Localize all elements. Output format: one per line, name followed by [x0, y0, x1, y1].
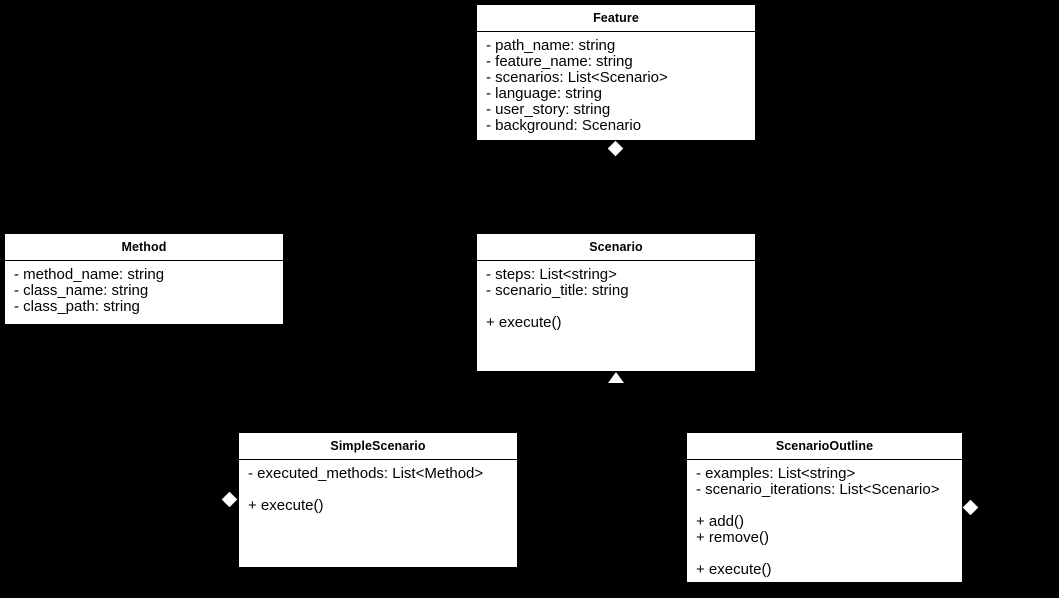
- attribute-row: - examples: List<string>: [696, 464, 856, 482]
- attribute-row: - method_name: string: [14, 265, 165, 283]
- attributes-section-scenario: - steps: List<string> - scenario_title: …: [486, 265, 747, 299]
- class-title-scenariooutline: ScenarioOutline: [687, 433, 962, 460]
- attribute-row: - scenario_title: string: [486, 281, 629, 299]
- uml-class-feature[interactable]: Feature - path_name: string - feature_na…: [476, 4, 756, 141]
- attribute-row: - background: Scenario: [486, 116, 642, 134]
- class-body-method: - method_name: string - class_name: stri…: [5, 261, 283, 321]
- uml-class-scenariooutline[interactable]: ScenarioOutline - examples: List<string>…: [686, 432, 963, 583]
- uml-class-scenario[interactable]: Scenario - steps: List<string> - scenari…: [476, 233, 756, 372]
- attribute-row: - feature_name: string: [486, 52, 633, 70]
- method-row: + execute(): [248, 496, 324, 514]
- attribute-row: - class_name: string: [14, 281, 149, 299]
- attribute-row: - language: string: [486, 84, 602, 102]
- attributes-section-simplescenario: - executed_methods: List<Method>: [248, 464, 509, 482]
- composition-diamond-icon: [221, 491, 238, 508]
- composition-diamond-icon: [607, 140, 624, 157]
- class-body-scenariooutline: - examples: List<string> - scenario_iter…: [687, 460, 962, 584]
- attribute-row: - class_path: string: [14, 297, 140, 315]
- attribute-row: - scenarios: List<Scenario>: [486, 68, 668, 86]
- attribute-row: - executed_methods: List<Method>: [248, 464, 484, 482]
- generalization-triangle-icon: [608, 372, 624, 383]
- class-title-simplescenario: SimpleScenario: [239, 433, 517, 460]
- attributes-section-scenariooutline: - examples: List<string> - scenario_iter…: [696, 464, 954, 498]
- methods-section-scenariooutline: + add() + remove(): [696, 512, 954, 546]
- class-title-method: Method: [5, 234, 283, 261]
- attribute-row: - scenario_iterations: List<Scenario>: [696, 480, 940, 498]
- class-title-feature: Feature: [477, 5, 755, 32]
- attribute-row: - path_name: string: [486, 36, 616, 54]
- attributes-section-feature: - path_name: string - feature_name: stri…: [486, 36, 747, 134]
- method-row: + execute(): [696, 560, 772, 578]
- methods-section-simplescenario: + execute(): [248, 496, 509, 514]
- composition-diamond-icon: [962, 499, 979, 516]
- attribute-row: - user_story: string: [486, 100, 611, 118]
- class-title-scenario: Scenario: [477, 234, 755, 261]
- methods-section-scenario: + execute(): [486, 313, 747, 331]
- method-row: + execute(): [486, 313, 562, 331]
- methods-section-scenariooutline-extra: + execute(): [696, 560, 954, 578]
- uml-class-simplescenario[interactable]: SimpleScenario - executed_methods: List<…: [238, 432, 518, 568]
- method-row: + remove(): [696, 528, 769, 546]
- uml-class-method[interactable]: Method - method_name: string - class_nam…: [4, 233, 284, 325]
- attributes-section-method: - method_name: string - class_name: stri…: [14, 265, 275, 315]
- class-body-feature: - path_name: string - feature_name: stri…: [477, 32, 755, 140]
- attribute-row: - steps: List<string>: [486, 265, 617, 283]
- method-row: + add(): [696, 512, 744, 530]
- class-body-simplescenario: - executed_methods: List<Method> + execu…: [239, 460, 517, 520]
- class-body-scenario: - steps: List<string> - scenario_title: …: [477, 261, 755, 337]
